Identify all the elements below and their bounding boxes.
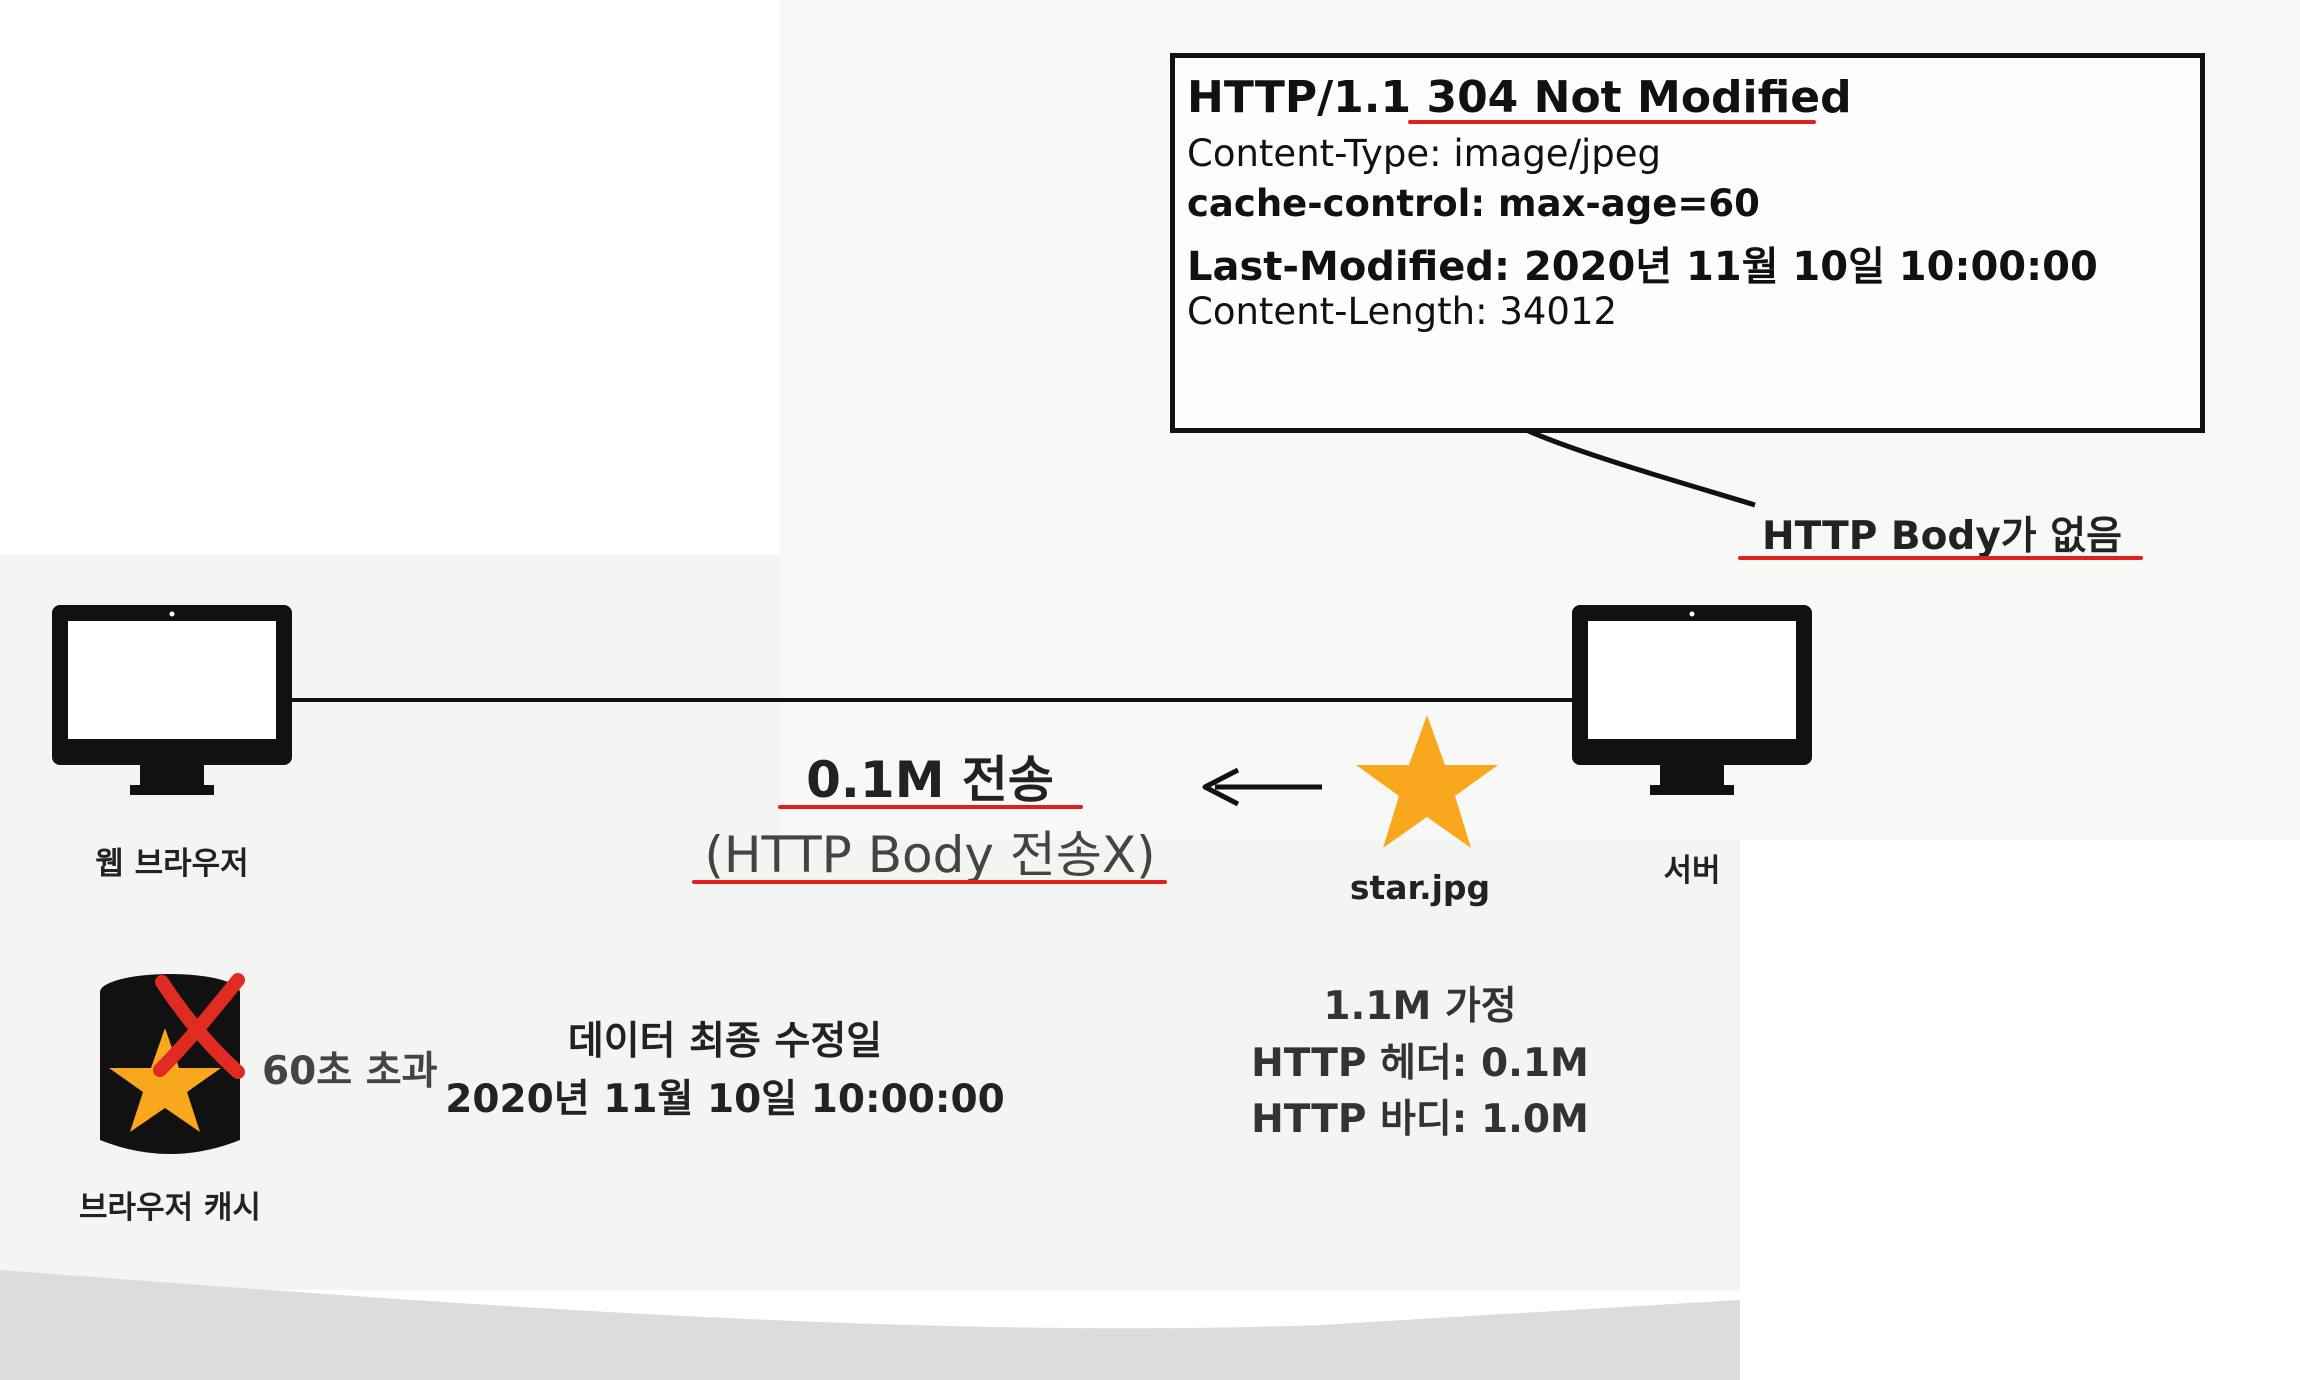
assumption-body-size: HTTP 바디: 1.0M [1251,1097,1589,1142]
status-prefix: HTTP/1.1 [1187,72,1427,123]
last-modified-header: Last-Modified: 2020년 11월 10일 10:00:00 [1187,244,2098,290]
transfer-note: (HTTP Body 전송X) [704,826,1156,884]
cache-label: 브라우저 캐시 [79,1190,261,1226]
status-underline [1408,120,1816,124]
panel-shadow [0,1270,1740,1380]
response-status-line: HTTP/1.1 304 Not Modified [1187,72,1852,123]
content-length-header: Content-Length: 34012 [1187,290,1618,333]
last-modified-date: 2020년 11월 10일 10:00:00 [445,1077,1005,1122]
assumption-header-size: HTTP 헤더: 0.1M [1251,1041,1589,1086]
browser-label: 웹 브라우저 [95,846,249,882]
status-code: 304 [1426,72,1519,123]
http-response-box: HTTP/1.1 304 Not Modified Content-Type: … [1170,53,2205,433]
file-name-label: star.jpg [1349,868,1491,907]
expired-cross-icon [153,973,245,1079]
cache-expired-label: 60초 초과 [262,1049,438,1094]
no-body-underline [1738,556,2143,560]
no-body-annotation: HTTP Body가 없음 [1762,514,2122,559]
status-text: Not Modified [1518,72,1852,123]
star-icon [1356,715,1498,848]
transfer-size: 0.1M 전송 [806,751,1054,809]
transfer-note-underline [692,880,1167,884]
assumption-title: 1.1M 가정 [1323,984,1517,1029]
cache-control-header: cache-control: max-age=60 [1187,182,1760,225]
server-label: 서버 [1663,853,1721,889]
content-type-header: Content-Type: image/jpeg [1187,132,1662,175]
transfer-size-underline [778,805,1083,809]
server-monitor-icon [1572,605,1812,795]
transfer-arrow-head [1202,767,1240,807]
last-modified-title: 데이터 최종 수정일 [567,1019,883,1064]
browser-monitor-icon [52,605,292,795]
